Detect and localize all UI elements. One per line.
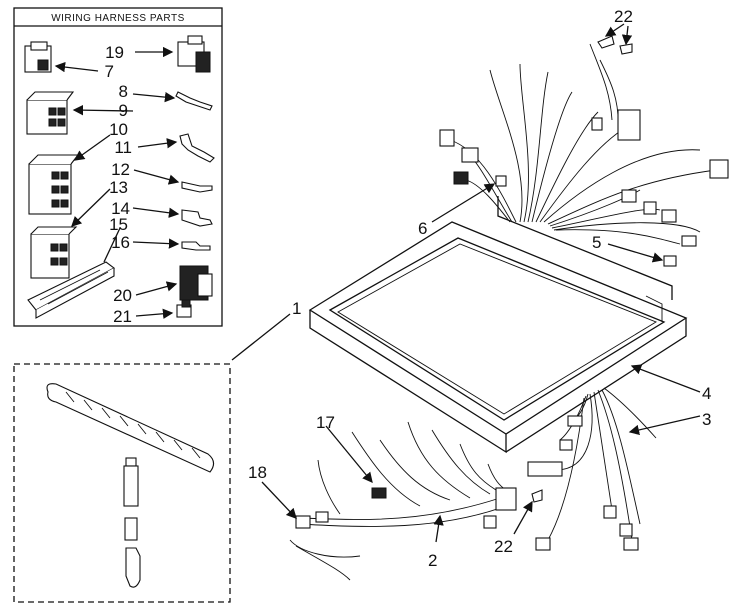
upper-wire-bundle (439, 35, 729, 267)
inset-frame (13, 7, 223, 327)
label-15: 15 (109, 215, 128, 234)
part-3-wire-bundle (527, 387, 657, 551)
label-11: 11 (114, 138, 132, 157)
part-7-connector (24, 41, 52, 73)
inset-title: WIRING HARNESS PARTS (51, 13, 185, 24)
part-12-terminal (181, 181, 213, 193)
part-20-connector (179, 265, 213, 301)
leader-1 (231, 313, 291, 361)
part-19-connector (177, 35, 211, 73)
leader-22-top-a (604, 23, 625, 37)
leader-2 (433, 514, 444, 543)
leader-22-top-b (621, 25, 633, 46)
part-4-panel (308, 196, 688, 454)
part-14-terminal (181, 209, 213, 227)
leader-4 (630, 364, 701, 393)
part-16-terminal (181, 241, 211, 251)
part-21-connector (176, 299, 192, 318)
label-9: 9 (119, 101, 128, 120)
leader-5 (607, 243, 664, 263)
main-harness-assembly: 1 2 3 4 5 6 17 18 22 22 (231, 7, 729, 581)
label-3: 3 (702, 410, 711, 429)
part-2-wire-bundle (289, 421, 517, 581)
label-22-top: 22 (614, 7, 633, 26)
label-21: 21 (113, 307, 132, 326)
leader-22-bottom (513, 500, 533, 535)
leader-18 (261, 481, 297, 519)
label-14: 14 (111, 199, 130, 218)
label-6: 6 (418, 219, 427, 238)
label-17: 17 (316, 413, 335, 432)
wiring-harness-parts-inset: WIRING HARNESS PARTS (13, 7, 223, 327)
label-16: 16 (111, 233, 130, 252)
part-8-terminal (175, 91, 213, 111)
leader-3 (628, 415, 701, 436)
part-13-connector (30, 226, 78, 279)
label-13: 13 (109, 178, 128, 197)
label-18: 18 (248, 463, 267, 482)
label-1: 1 (292, 299, 301, 318)
label-22-bottom: 22 (494, 537, 513, 556)
part-1-kit-box (13, 363, 231, 603)
label-5: 5 (592, 233, 601, 252)
part-10-connector (28, 154, 80, 215)
label-4: 4 (702, 384, 711, 403)
label-12: 12 (111, 160, 130, 179)
label-8: 8 (119, 82, 128, 101)
label-19: 19 (105, 43, 124, 62)
part-9-connector (26, 91, 75, 135)
part-11-terminal (179, 133, 215, 163)
label-2: 2 (428, 551, 437, 570)
label-10: 10 (109, 120, 128, 139)
part-15-terminal-strip (27, 261, 116, 319)
leader-17 (325, 425, 373, 484)
label-7: 7 (105, 62, 114, 81)
leader-6 (431, 183, 496, 223)
label-20: 20 (113, 286, 132, 305)
